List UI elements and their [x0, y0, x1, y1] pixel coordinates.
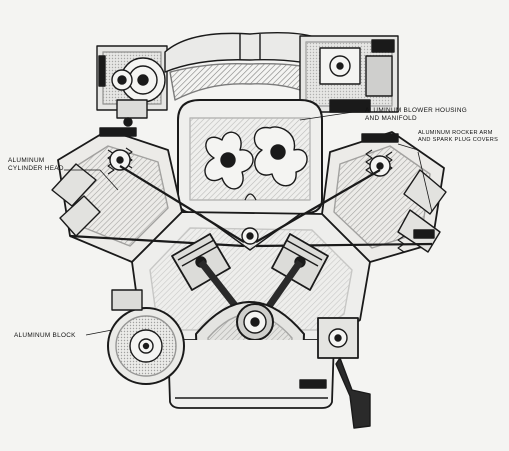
blower-housing — [177, 99, 323, 215]
oil-pan — [167, 339, 335, 409]
blower-rotor-left — [204, 131, 254, 190]
cylinder-head-label-line2: CYLINDER HEAD — [8, 165, 64, 172]
crank-pulley — [107, 289, 185, 385]
blower-housing-label-line2: AND MANIFOLD — [365, 115, 417, 122]
right-cylinder-head — [321, 131, 447, 263]
blower-housing-label: ALUMINUM BLOWER HOUSING AND MANIFOLD — [365, 107, 467, 123]
right-carburetor — [299, 35, 399, 113]
rocker-cover-label-line2: AND SPARK PLUG COVERS — [418, 137, 499, 143]
engine-block-label-line1: ALUMINUM BLOCK — [14, 332, 76, 339]
rocker-cover-label: ALUMINUM ROCKER ARM AND SPARK PLUG COVER… — [418, 130, 498, 144]
left-carburetor — [96, 45, 168, 127]
rocker-cover-label-line1: ALUMINUM ROCKER ARM — [418, 130, 493, 136]
left-cylinder-head — [51, 127, 183, 263]
engine-block-label: ALUMINUM BLOCK — [14, 332, 76, 340]
left-valve-cover — [51, 163, 101, 237]
callout-leader-lines — [64, 110, 433, 336]
blower-rotor-right — [253, 126, 308, 187]
cylinder-head-label-line1: ALUMINUM — [8, 157, 45, 164]
cylinder-head-label: ALUMINUM CYLINDER HEAD — [8, 157, 64, 173]
blower-housing-label-line1: ALUMINUM BLOWER HOUSING — [365, 107, 468, 114]
right-motor-mount — [299, 317, 371, 429]
